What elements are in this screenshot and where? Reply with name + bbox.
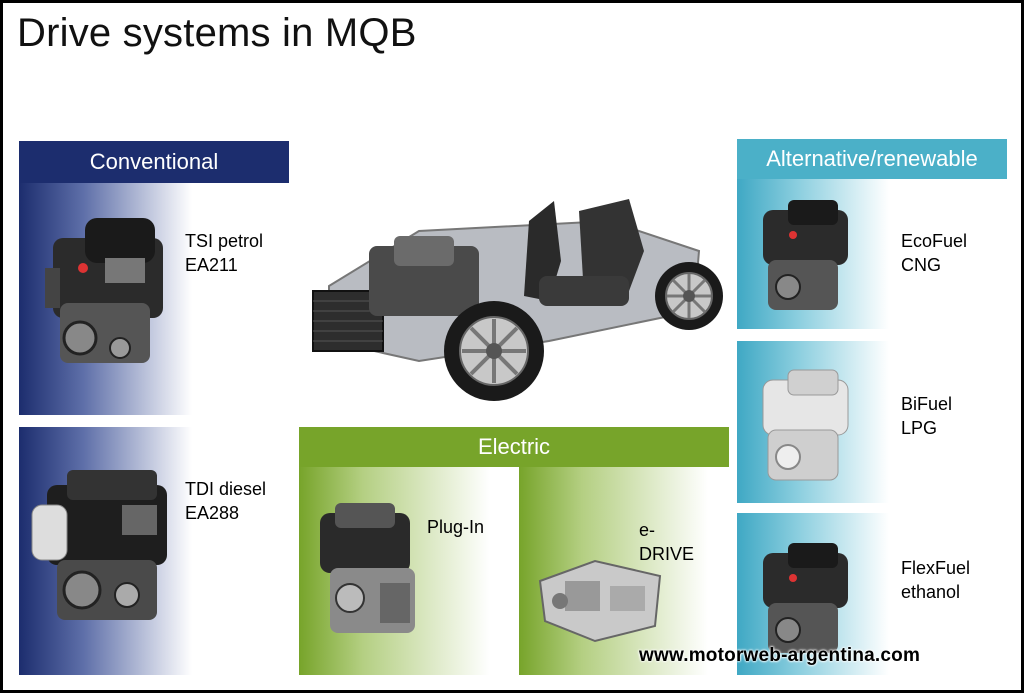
edrive-label-line1: e- [639, 520, 656, 540]
plugin-label-line1: Plug-In [427, 517, 485, 537]
petrol-label: TSI petrol EA211 [185, 229, 263, 277]
flexfuel-engine-icon [763, 543, 848, 653]
electric-motor-icon [538, 559, 662, 643]
cng-label-line1: EcoFuel [901, 231, 968, 251]
lpg-label-line1: BiFuel [901, 394, 953, 414]
alternative-header-label: Alternative/renewable [766, 146, 978, 171]
edrive-label: e- DRIVE [639, 518, 694, 566]
diesel-label: TDI diesel EA288 [185, 477, 266, 525]
rear-wheel [655, 262, 723, 330]
diesel-engine-icon [31, 470, 167, 620]
watermark: www.motorweb-argentina.com [639, 645, 921, 666]
petrol-label-line1: TSI petrol [185, 231, 264, 251]
edrive-label-line2: DRIVE [639, 544, 695, 564]
cng-engine-icon [763, 200, 848, 310]
flexfuel-label-line1: FlexFuel [901, 558, 971, 578]
front-wheel [444, 301, 544, 401]
plug-in-hybrid-engine-icon [320, 503, 415, 633]
lpg-label: BiFuel LPG [901, 392, 952, 440]
page-title: Drive systems in MQB [17, 11, 417, 55]
petrol-label-line2: EA211 [185, 255, 238, 275]
flexfuel-label-line2: ethanol [901, 582, 961, 602]
cng-label: EcoFuel CNG [901, 229, 967, 277]
conventional-header: Conventional [19, 141, 289, 183]
diesel-label-line1: TDI diesel [185, 479, 267, 499]
conventional-header-label: Conventional [89, 149, 219, 174]
electric-header: Electric [299, 427, 729, 467]
alternative-header: Alternative/renewable [737, 139, 1007, 179]
lpg-label-line2: LPG [901, 418, 938, 438]
plugin-label: Plug-In [427, 515, 484, 539]
diesel-label-line2: EA288 [185, 503, 240, 523]
lpg-engine-icon [762, 369, 849, 481]
cng-label-line2: CNG [901, 255, 941, 275]
petrol-engine-icon [45, 218, 163, 363]
electric-header-label: Electric [477, 434, 551, 459]
mqb-chassis-image [312, 199, 723, 401]
flexfuel-label: FlexFuel ethanol [901, 556, 970, 604]
